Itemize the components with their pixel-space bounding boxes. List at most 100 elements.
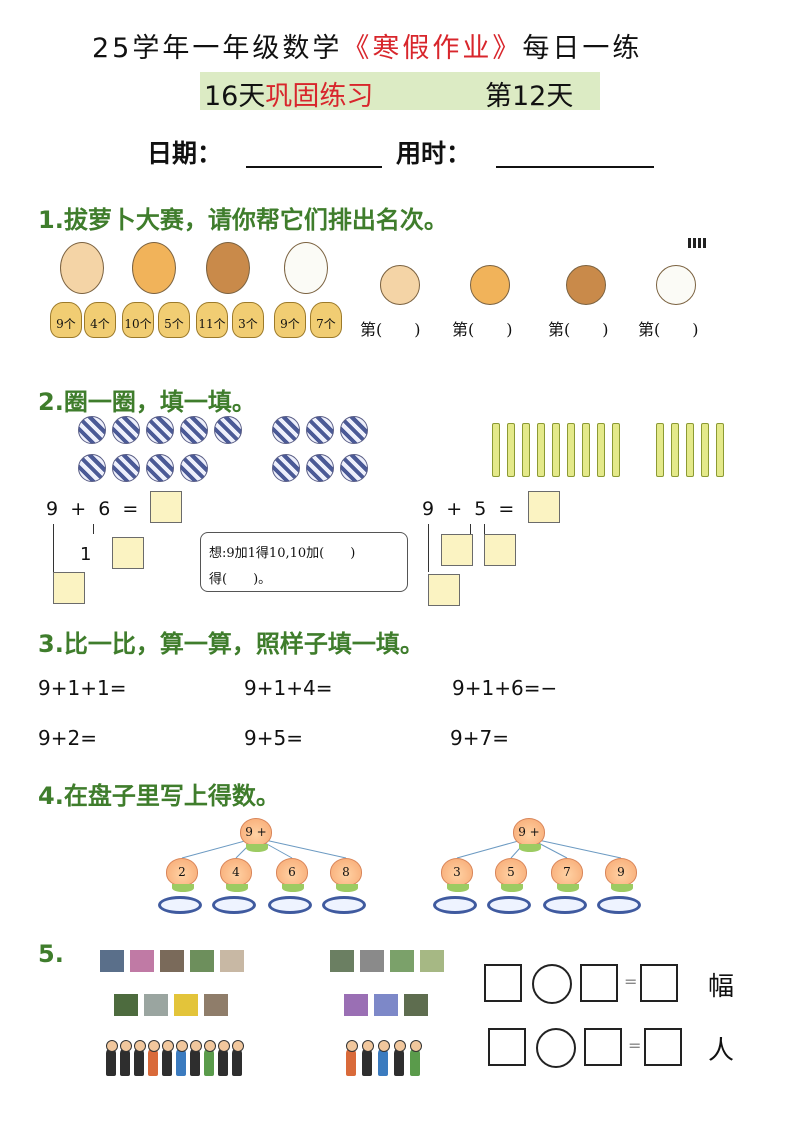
photo-thumbnail [100, 950, 124, 972]
subtitle-days: 16天 [204, 81, 266, 112]
answer-plate[interactable] [212, 896, 256, 914]
cat-icon [284, 242, 328, 294]
rank-blank[interactable]: 第( ) [360, 320, 421, 339]
photo-thumbnail [390, 950, 414, 972]
photo-thumbnail [404, 994, 428, 1016]
question-3-title: 3.比一比，算一算，照样子填一填。 [38, 630, 424, 658]
photo-thumbnail [190, 950, 214, 972]
answer-plate[interactable] [597, 896, 641, 914]
answer-plate[interactable] [543, 896, 587, 914]
question-1-title: 1.拔萝卜大赛，请你帮它们排出名次。 [38, 206, 448, 234]
answer-box[interactable] [640, 964, 678, 1002]
photo-group-right [330, 950, 450, 1080]
child-icon [190, 1040, 202, 1076]
answer-box[interactable] [488, 1028, 526, 1066]
stick-icon [656, 423, 664, 477]
split-box[interactable] [112, 537, 144, 569]
stick-group [492, 423, 732, 479]
split-box[interactable] [428, 574, 460, 606]
child-icon [362, 1040, 374, 1076]
stick-icon [507, 423, 515, 477]
question-4-title: 4.在盘子里写上得数。 [38, 782, 280, 810]
answer-box[interactable] [580, 964, 618, 1002]
split-line [470, 524, 471, 534]
equation: 9+1+4= [244, 676, 333, 700]
rank-blank[interactable]: 第( ) [452, 320, 513, 339]
radish-bag: 9个 [274, 302, 306, 338]
unit-label: 人 [708, 1036, 735, 1066]
radish-bag: 9个 [50, 302, 82, 338]
ball-icon [146, 454, 174, 482]
peach: 5 [495, 858, 527, 892]
answer-box[interactable] [584, 1028, 622, 1066]
subtitle-banner [200, 72, 600, 110]
operator-circle[interactable] [532, 964, 572, 1004]
peach: 8 [330, 858, 362, 892]
peach-top: 9 + [240, 818, 272, 852]
split-line [93, 524, 94, 534]
split-box[interactable] [484, 534, 516, 566]
ball-icon [306, 416, 334, 444]
answer-box[interactable] [528, 491, 560, 523]
eq-right: 9 + 5 = [422, 498, 514, 520]
child-icon [232, 1040, 244, 1076]
ball-icon [272, 454, 300, 482]
plus-sign: + [446, 498, 463, 520]
split-box[interactable] [53, 572, 85, 604]
date-label: 日期： [147, 139, 223, 168]
stick-icon [582, 423, 590, 477]
peach: 7 [551, 858, 583, 892]
peach: 4 [220, 858, 252, 892]
ball-icon [146, 416, 174, 444]
child-icon [346, 1040, 358, 1076]
stick-icon [552, 423, 560, 477]
answer-plate[interactable] [433, 896, 477, 914]
child-icon [120, 1040, 132, 1076]
radish-bag: 4个 [84, 302, 116, 338]
peach: 6 [276, 858, 308, 892]
time-field[interactable] [496, 138, 654, 168]
stick-icon [537, 423, 545, 477]
child-icon [204, 1040, 216, 1076]
addend-b: 6 [98, 498, 111, 520]
child-icon [106, 1040, 118, 1076]
child-icon [134, 1040, 146, 1076]
split-one: 1 [80, 544, 92, 565]
rank-blank[interactable]: 第( ) [548, 320, 609, 339]
monkey-icon [206, 242, 250, 294]
question-2-title: 2.圈一圈，填一填。 [38, 388, 256, 416]
addend-a: 9 [46, 498, 59, 520]
equation: 9+1+1= [38, 676, 127, 700]
photo-thumbnail [130, 950, 154, 972]
date-field[interactable] [246, 138, 382, 168]
operator-circle[interactable] [536, 1028, 576, 1068]
equals-sign: = [628, 1036, 642, 1055]
split-box[interactable] [441, 534, 473, 566]
stick-icon [671, 423, 679, 477]
split-line [428, 524, 429, 572]
rank-blank[interactable]: 第( ) [638, 320, 699, 339]
answer-plate[interactable] [158, 896, 202, 914]
pig-icon [60, 242, 104, 294]
eq-left: 9 + 6 = [46, 498, 138, 520]
answer-box[interactable] [484, 964, 522, 1002]
dog-icon [132, 242, 176, 294]
photo-thumbnail [360, 950, 384, 972]
answer-plate[interactable] [487, 896, 531, 914]
stick-icon [716, 423, 724, 477]
photo-thumbnail [204, 994, 228, 1016]
equation: 9+5= [244, 726, 303, 750]
ball-icon [272, 416, 300, 444]
stick-icon [612, 423, 620, 477]
child-icon [176, 1040, 188, 1076]
ball-icon [340, 454, 368, 482]
photo-thumbnail [420, 950, 444, 972]
stick-icon [492, 423, 500, 477]
answer-plate[interactable] [322, 896, 366, 914]
answer-plate[interactable] [268, 896, 312, 914]
pig-head-icon [380, 265, 420, 305]
answer-box[interactable] [644, 1028, 682, 1066]
addend-b: 5 [474, 498, 487, 520]
ball-icon [180, 416, 208, 444]
answer-box[interactable] [150, 491, 182, 523]
